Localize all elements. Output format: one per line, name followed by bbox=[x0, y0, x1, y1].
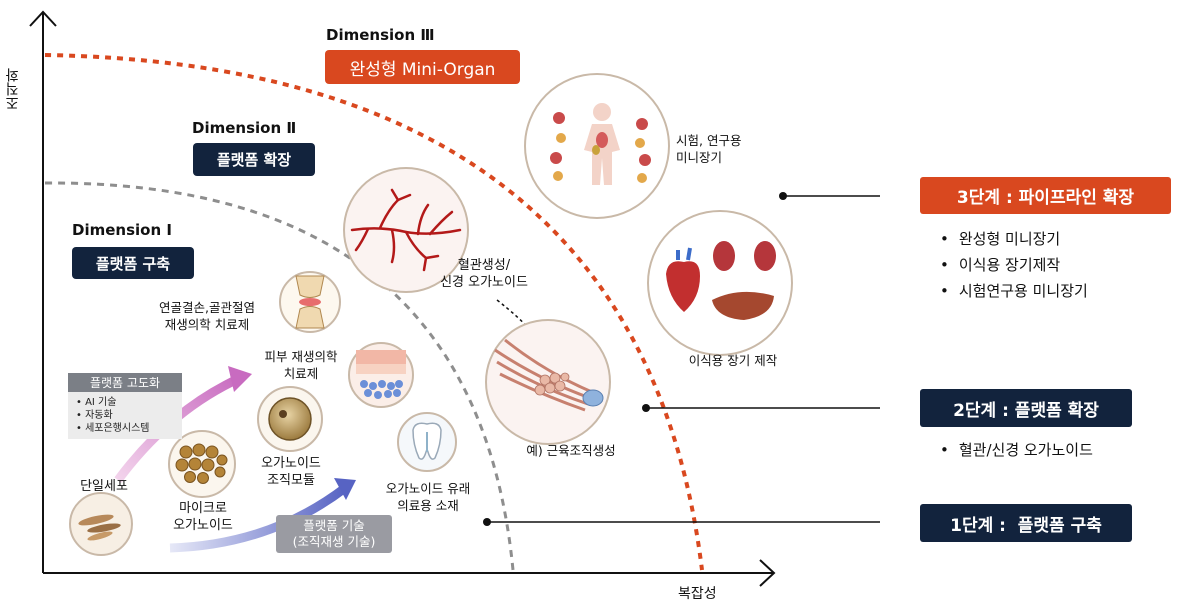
skin-image bbox=[348, 342, 414, 408]
stage-connector-2 bbox=[642, 404, 880, 412]
stage-2-bullets: 혈관/신경 오가노이드 bbox=[940, 437, 1093, 463]
transplant-organs-image bbox=[647, 210, 793, 356]
cartilage-label: 연골결손,골관절염 재생의학 치료제 bbox=[159, 300, 255, 332]
dimension-2-tag: 플랫폼 확장 bbox=[193, 143, 315, 176]
platform-upgrade-panel: • AI 기술 • 자동화 • 세포은행시스템 bbox=[68, 392, 182, 439]
dimension-1-tag: 플랫폼 구축 bbox=[72, 247, 194, 279]
platform-upgrade-title: 플랫폼 고도화 bbox=[68, 373, 182, 392]
stage-1-box: 1단계 : 플랫폼 구축 bbox=[920, 504, 1132, 542]
test-organ-label: 시험, 연구용 미니장기 bbox=[676, 133, 742, 165]
x-axis bbox=[43, 559, 776, 587]
micro-organoid-label: 마이크로 오가노이드 bbox=[173, 501, 233, 533]
dimension-3-title: Dimension Ⅲ bbox=[326, 26, 435, 44]
y-axis bbox=[29, 10, 57, 573]
platform-tech-arrow bbox=[169, 478, 356, 553]
vascular-image bbox=[343, 167, 469, 293]
organoid-material-label: 오가노이드 유래 의료용 소재 bbox=[385, 481, 471, 513]
dimension-1-title: Dimension Ⅰ bbox=[72, 221, 172, 239]
muscle-label: 예) 근육조직생성 bbox=[526, 443, 616, 458]
dimension-3-tag: 완성형 Mini-Organ bbox=[325, 50, 520, 84]
stage-3-box: 3단계 : 파이프라인 확장 bbox=[920, 177, 1171, 214]
stage-connector-3 bbox=[779, 192, 880, 200]
platform-tech-box: 플랫폼 기술 (조직재생 기술) bbox=[276, 515, 392, 553]
stage-2-box: 2단계 : 플랫폼 확장 bbox=[920, 389, 1132, 427]
single-cell-image bbox=[69, 492, 133, 556]
platform-upgrade-point: • AI 기술 bbox=[76, 397, 117, 408]
skin-label: 피부 재생의학 치료제 bbox=[264, 349, 338, 381]
x-axis-label: 복잡성 bbox=[678, 586, 717, 602]
vascular-label: 혈관생성/ 신경 오가노이드 bbox=[440, 258, 528, 290]
platform-upgrade-point: • 세포은행시스템 bbox=[76, 423, 150, 434]
transplant-label: 이식용 장기 제작 bbox=[688, 353, 778, 368]
organoid-module-label: 오가노이드 조직모듈 bbox=[261, 456, 321, 488]
stage-3-bullet: 이식용 장기제작 bbox=[940, 252, 1088, 278]
y-axis-label: 조직화 bbox=[5, 68, 21, 110]
cartilage-image bbox=[279, 271, 341, 333]
stage-2-bullet: 혈관/신경 오가노이드 bbox=[940, 437, 1093, 463]
dimension-2-title: Dimension Ⅱ bbox=[192, 119, 297, 137]
stage-3-bullets: 완성형 미니장기 이식용 장기제작 시험연구용 미니장기 bbox=[940, 226, 1088, 304]
organoid-module-image bbox=[257, 386, 323, 452]
stage-3-bullet: 완성형 미니장기 bbox=[940, 226, 1088, 252]
single-cell-label: 단일세포 bbox=[80, 479, 128, 494]
organoid-material-image bbox=[397, 412, 457, 472]
muscle-image bbox=[485, 319, 611, 445]
stage-connector-1 bbox=[483, 518, 880, 526]
platform-upgrade-point: • 자동화 bbox=[76, 410, 113, 421]
stage-3-bullet: 시험연구용 미니장기 bbox=[940, 278, 1088, 304]
human-organs-image bbox=[524, 73, 670, 219]
micro-organoid-image bbox=[168, 430, 236, 498]
